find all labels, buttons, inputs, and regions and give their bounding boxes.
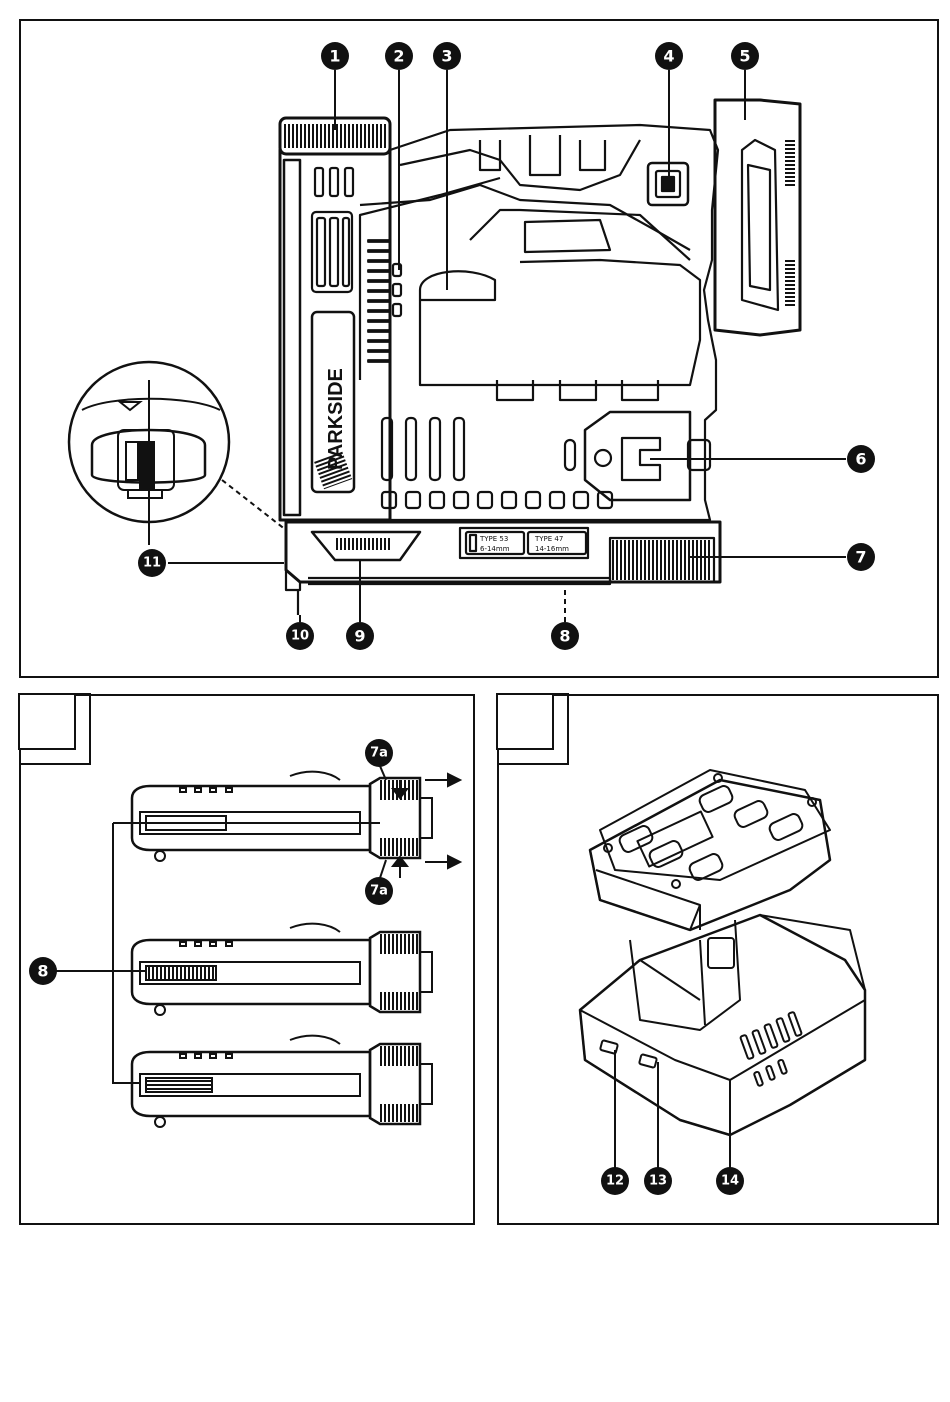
callout-9: 9: [346, 622, 374, 650]
callout-1: 1: [321, 42, 349, 70]
callout-10: 10: [286, 622, 314, 650]
callout-7a-top: 7a: [365, 739, 393, 767]
callout-3: 3: [433, 42, 461, 70]
svg-text:8: 8: [37, 962, 48, 981]
svg-text:4: 4: [663, 47, 674, 66]
svg-text:1: 1: [329, 47, 340, 66]
callout-5: 5: [731, 42, 759, 70]
svg-text:11: 11: [143, 556, 161, 571]
svg-text:10: 10: [291, 629, 309, 644]
type-plate-label-2: TYPE 47: [534, 535, 563, 543]
magazine-view-open: [132, 772, 432, 861]
callout-8: 8: [551, 622, 579, 650]
battery-charger-illustration: [580, 770, 865, 1135]
callout-11: 11: [138, 549, 166, 577]
type-plate-label-1: TYPE 53: [479, 535, 508, 543]
belt-hook: [585, 412, 690, 500]
magazine-lock: [612, 540, 712, 580]
leader-lines-charger: [615, 1050, 730, 1168]
svg-text:14: 14: [721, 1174, 739, 1189]
svg-text:8: 8: [559, 627, 570, 646]
type-plate-sublabel-2: 14-16mm: [535, 545, 569, 553]
type-plate-sublabel-1: 6-14mm: [480, 545, 510, 553]
callout-7a-bottom: 7a: [365, 877, 393, 905]
panel-tab-right-inner: [497, 694, 553, 749]
svg-text:9: 9: [354, 627, 365, 646]
svg-text:12: 12: [606, 1174, 624, 1189]
callout-4: 4: [655, 42, 683, 70]
svg-text:5: 5: [739, 47, 750, 66]
callout-6: 6: [847, 445, 875, 473]
magazine-view-closed: [132, 1036, 432, 1127]
panel-tab-left-inner: [19, 694, 75, 749]
svg-text:3: 3: [441, 47, 452, 66]
svg-text:2: 2: [393, 47, 404, 66]
callout-8-magazine: 8: [29, 957, 57, 985]
callout-7: 7: [847, 543, 875, 571]
callout-13: 13: [644, 1167, 672, 1195]
callout-12: 12: [601, 1167, 629, 1195]
detail-magnifier: [69, 362, 286, 530]
magazine-view-middle: [132, 924, 432, 1015]
svg-text:7a: 7a: [370, 746, 388, 761]
svg-text:7: 7: [855, 548, 866, 567]
callout-2: 2: [385, 42, 413, 70]
svg-text:6: 6: [855, 450, 866, 469]
svg-text:7a: 7a: [370, 884, 388, 899]
svg-text:13: 13: [649, 1174, 667, 1189]
magazine-views: [56, 766, 460, 1127]
callout-14: 14: [716, 1167, 744, 1195]
